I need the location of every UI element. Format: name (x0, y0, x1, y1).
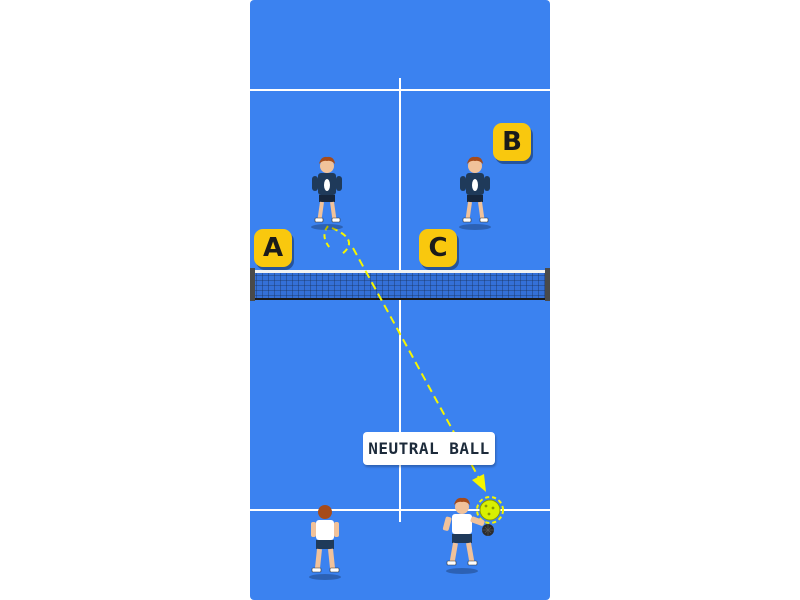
paddle-icon (482, 524, 494, 536)
pickleball-court (250, 0, 550, 600)
net (250, 268, 550, 301)
pickleball-ball-icon (476, 496, 504, 524)
shot-arrow-icon (472, 474, 486, 492)
opponent-player-c (459, 156, 491, 230)
team-player-left (309, 505, 341, 580)
left-net-post (250, 268, 255, 301)
shot-path (323, 225, 486, 492)
opponent-player-a (311, 156, 343, 230)
neutral-ball-callout: NEUTRAL BALL (363, 432, 495, 465)
team-player-hitting (442, 497, 494, 574)
player-badge-a: A (254, 229, 292, 267)
player-badge-c: C (419, 229, 457, 267)
paddle-icon (324, 179, 330, 191)
player-badge-b: B (493, 123, 531, 161)
paddle-icon (472, 179, 478, 191)
right-net-post (545, 268, 550, 301)
court-lines (250, 78, 550, 524)
